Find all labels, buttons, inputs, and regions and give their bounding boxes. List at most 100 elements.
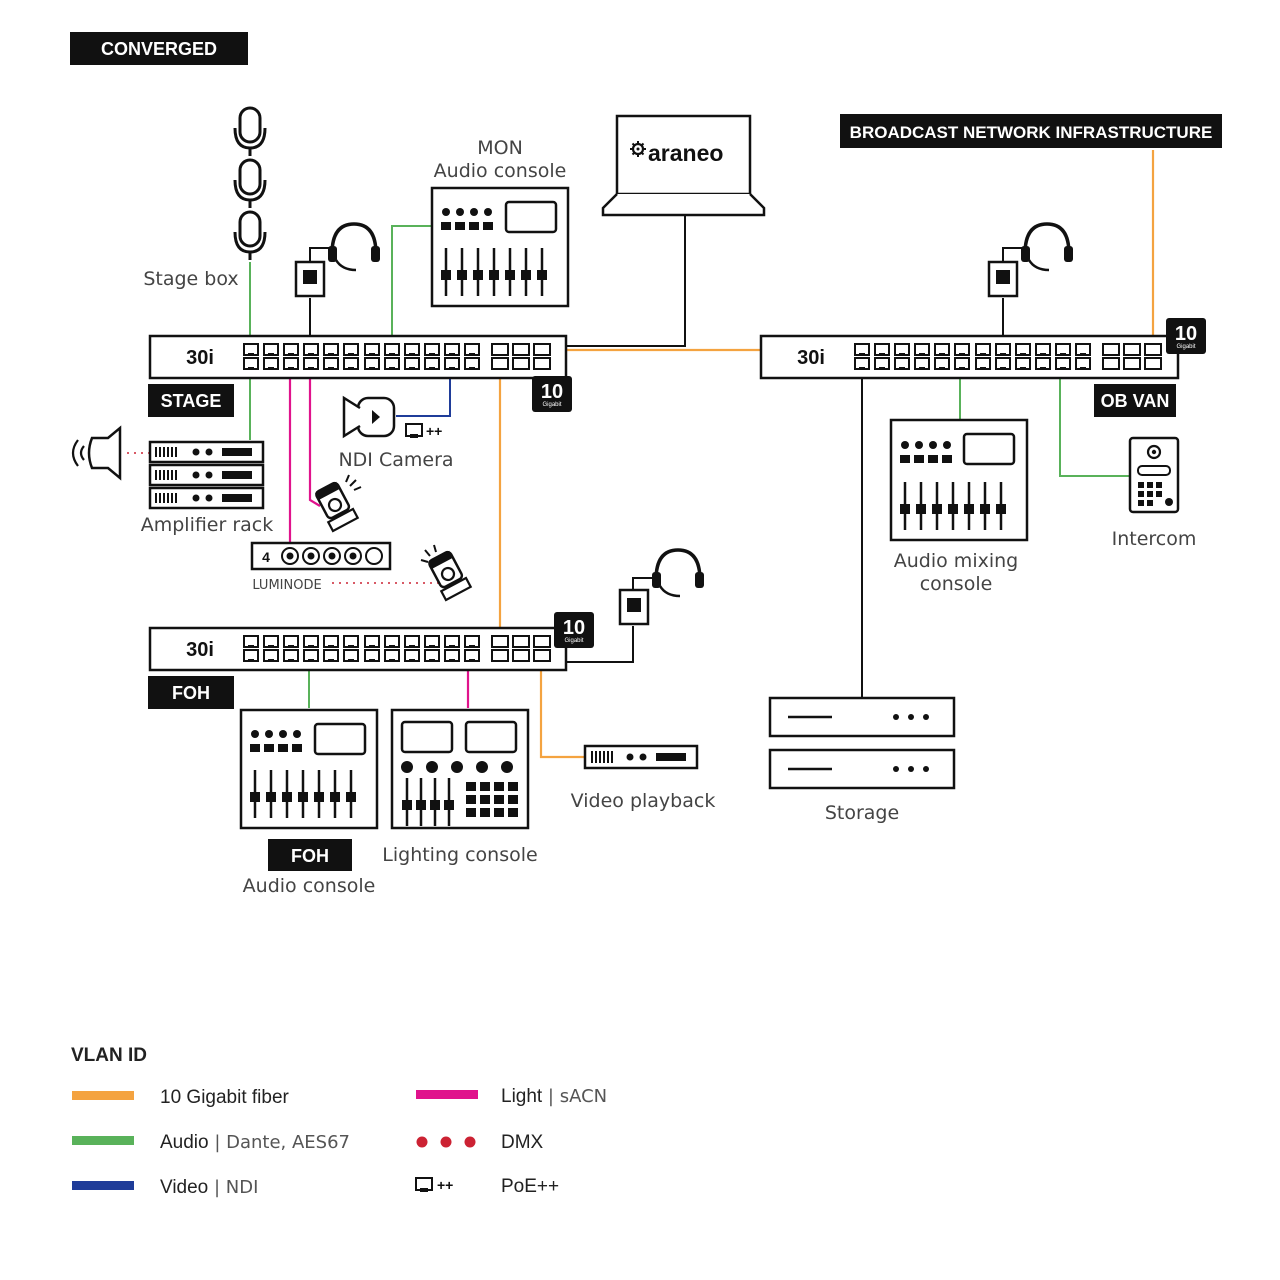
speaker-icon — [71, 425, 122, 481]
switch-port[interactable] — [384, 343, 400, 371]
amplifier-rack-label: Amplifier rack — [141, 514, 274, 536]
foh-badge-number: 10 — [563, 617, 585, 639]
switch-port[interactable] — [1055, 343, 1071, 371]
switch-port[interactable] — [263, 343, 279, 371]
luminode-node[interactable]: 4 — [250, 541, 392, 571]
legend-label: Video | NDI — [160, 1177, 258, 1198]
mon-audio-console-label: Audio console — [434, 160, 567, 182]
broadcast-infra-label: BROADCAST NETWORK INFRASTRUCTURE — [850, 123, 1213, 142]
obvan-switch[interactable]: 30i — [759, 334, 1180, 380]
legend-item-poe-: ++PoE++ — [415, 1176, 559, 1197]
mon-audio-console[interactable] — [430, 186, 570, 308]
switch-port[interactable] — [364, 343, 380, 371]
switch-port[interactable] — [934, 343, 950, 371]
switch-port[interactable] — [444, 635, 460, 663]
switch-port[interactable] — [343, 635, 359, 663]
foh-badge-sub: Gigabit — [564, 638, 583, 644]
switch-port[interactable] — [894, 343, 910, 371]
foh-tag: FOH — [148, 676, 234, 709]
amplifier-rack[interactable] — [148, 440, 265, 510]
switch-port[interactable] — [1035, 343, 1051, 371]
switch-port[interactable] — [303, 635, 319, 663]
gear-logo-icon — [630, 141, 646, 157]
converged-tag-label: CONVERGED — [101, 39, 217, 59]
switch-port[interactable] — [975, 343, 991, 371]
switch-port[interactable] — [404, 635, 420, 663]
araneo-laptop[interactable]: araneo — [601, 114, 766, 217]
switch-port[interactable] — [343, 343, 359, 371]
switch-port[interactable] — [1015, 343, 1031, 371]
video-playback-label: Video playback — [571, 790, 716, 812]
switch-port[interactable] — [954, 343, 970, 371]
ndi-camera-label: NDI Camera — [338, 449, 453, 471]
switch-port[interactable] — [404, 343, 420, 371]
stage-10g-badge: 10 Gigabit — [532, 376, 572, 412]
switch-port[interactable] — [464, 343, 480, 371]
intercom-panel[interactable] — [1128, 436, 1180, 514]
legend-item-audio: Audio | Dante, AES67 — [72, 1132, 350, 1153]
foh-switch[interactable]: 30i — [148, 626, 568, 672]
switch-port[interactable] — [243, 635, 259, 663]
switch-port[interactable] — [283, 343, 299, 371]
luminode-label: LUMINODE — [252, 578, 321, 593]
switch-port[interactable] — [323, 343, 339, 371]
switch-port[interactable] — [243, 343, 259, 371]
ndi-camera[interactable] — [342, 395, 396, 439]
lighting-console[interactable] — [390, 708, 530, 830]
storage-label: Storage — [825, 802, 899, 824]
obvan-badge-sub: Gigabit — [1176, 344, 1195, 350]
switch-port[interactable] — [874, 343, 890, 371]
luminode-number: 4 — [262, 549, 270, 565]
legend-dot — [464, 1136, 476, 1148]
switch-port[interactable] — [263, 635, 279, 663]
araneo-logo-text: araneo — [648, 140, 723, 166]
audio-mixing-label-line1: Audio mixing — [894, 550, 1018, 572]
stage-tag: STAGE — [148, 384, 234, 417]
switch-port[interactable] — [364, 635, 380, 663]
legend-item-video: Video | NDI — [72, 1177, 258, 1198]
dmx-links — [122, 452, 440, 584]
switch-port[interactable] — [1075, 343, 1091, 371]
switch-port[interactable] — [854, 343, 870, 371]
legend-swatch — [72, 1091, 134, 1100]
obvan-tag: OB VAN — [1094, 384, 1176, 417]
switch-port[interactable] — [995, 343, 1011, 371]
obvan-badge-number: 10 — [1175, 323, 1197, 345]
legend-swatch — [72, 1136, 134, 1145]
switch-port[interactable] — [424, 343, 440, 371]
storage-server[interactable] — [768, 696, 956, 790]
converged-tag: CONVERGED — [70, 32, 248, 65]
poe-mark: ++ — [426, 423, 442, 439]
legend-item-dmx: DMX — [416, 1132, 544, 1153]
legend-poe-glyph: ++ — [437, 1177, 453, 1193]
switch-port[interactable] — [464, 635, 480, 663]
legend-swatch — [416, 1090, 478, 1099]
stage-badge-sub: Gigabit — [542, 402, 561, 408]
audio-mixing-console[interactable] — [889, 418, 1029, 542]
foh-10g-badge: 10 Gigabit — [554, 612, 594, 648]
stage-switch-model: 30i — [186, 347, 214, 369]
switch-port[interactable] — [303, 343, 319, 371]
stage-switch[interactable]: 30i — [148, 334, 568, 380]
legend-label: Light | sACN — [501, 1086, 607, 1107]
legend-label: DMX — [501, 1132, 544, 1153]
mon-label: MON — [477, 137, 523, 159]
switch-port[interactable] — [424, 635, 440, 663]
switch-port[interactable] — [323, 635, 339, 663]
stage-tag-label: STAGE — [161, 391, 222, 411]
switch-port[interactable] — [444, 343, 460, 371]
intercom-label: Intercom — [1112, 528, 1197, 550]
stage-badge-number: 10 — [541, 381, 563, 403]
switch-port[interactable] — [384, 635, 400, 663]
switch-port[interactable] — [283, 635, 299, 663]
stage-intercom-headset — [294, 222, 382, 298]
legend-title: VLAN ID — [71, 1045, 147, 1066]
obvan-tag-label: OB VAN — [1101, 391, 1170, 411]
moving-head-light-icon — [315, 474, 362, 533]
foh-audio-console[interactable] — [239, 708, 379, 830]
video-playback[interactable] — [583, 744, 699, 770]
switch-port[interactable] — [914, 343, 930, 371]
foh-console-tag-label: FOH — [291, 846, 329, 866]
obvan-intercom-headset — [987, 222, 1075, 298]
